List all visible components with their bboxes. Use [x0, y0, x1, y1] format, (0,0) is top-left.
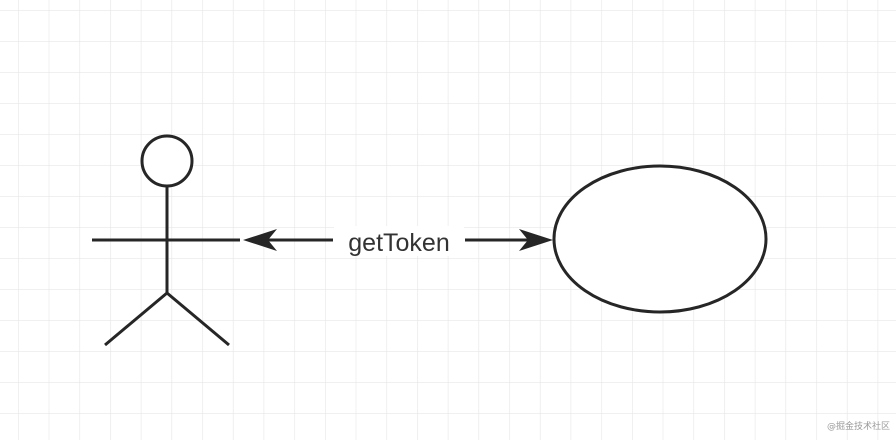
association-arrow[interactable]: getToken — [243, 226, 553, 257]
actor-left-leg — [104, 291, 168, 347]
use-case-ellipse[interactable] — [552, 164, 768, 314]
actor-head — [140, 134, 194, 188]
actor-figure[interactable] — [92, 134, 240, 347]
edge-label-background — [334, 226, 464, 256]
actor-right-leg — [166, 291, 230, 347]
watermark-text: @掘金技术社区 — [826, 422, 890, 432]
arrowhead-left — [243, 229, 277, 251]
edge-label-gettoken: getToken — [348, 229, 449, 257]
arrowhead-right — [519, 229, 553, 251]
